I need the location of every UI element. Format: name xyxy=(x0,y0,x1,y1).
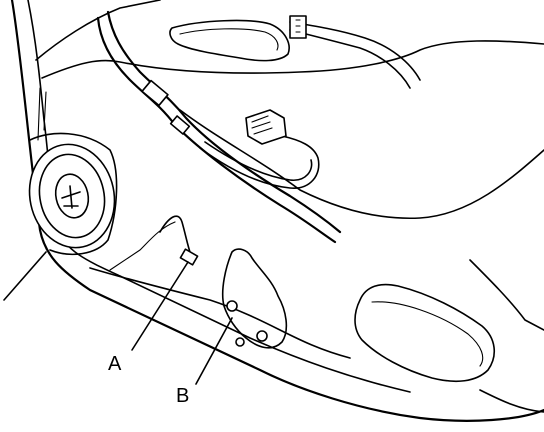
mounting-screw-3 xyxy=(235,337,245,347)
speaker-mount-flange xyxy=(29,132,118,256)
speaker-cone xyxy=(38,153,106,239)
upper-trim-contour-2 xyxy=(41,40,544,79)
upper-trim-contour xyxy=(35,0,161,61)
door-outer-edge xyxy=(10,0,544,422)
harness-clip-2 xyxy=(169,115,191,135)
connector-wire xyxy=(199,135,320,189)
right-door-contour xyxy=(469,259,544,331)
callout-b-label: B xyxy=(176,385,190,407)
door-pocket xyxy=(354,283,495,383)
leader-line-a xyxy=(131,261,189,351)
connector-wire-2 xyxy=(204,141,313,181)
handle-recess-inner xyxy=(179,28,279,51)
harness-connector xyxy=(245,109,287,145)
callout-a-label: A xyxy=(108,353,122,375)
speaker-outer-ring xyxy=(28,143,116,249)
ground-connector xyxy=(179,248,199,266)
leader-line-speaker xyxy=(3,251,47,301)
mounting-screw-2 xyxy=(256,330,268,342)
top-connector-pins xyxy=(295,19,301,33)
harness-clip-1 xyxy=(141,79,169,107)
lower-trim-contour-2 xyxy=(109,221,176,271)
top-wire-2 xyxy=(289,21,421,81)
speaker-dustcap xyxy=(54,173,90,219)
top-wire-1 xyxy=(289,29,411,89)
leader-line-b xyxy=(195,317,233,385)
lower-trim-contour xyxy=(89,267,351,359)
armrest-contour xyxy=(179,109,544,220)
door-pocket-inner xyxy=(371,301,484,367)
handle-recess xyxy=(169,19,290,62)
top-connector xyxy=(289,15,307,39)
right-door-contour-2 xyxy=(479,389,544,413)
wire-harness-main-b xyxy=(106,10,342,234)
speaker-center-mark xyxy=(61,185,81,209)
ground-wire xyxy=(159,215,193,259)
harness-connector-ribs xyxy=(251,115,273,135)
mounting-screw-1 xyxy=(226,300,238,312)
speaker-bracket-lines xyxy=(37,87,47,141)
sealant-patch xyxy=(221,248,288,349)
